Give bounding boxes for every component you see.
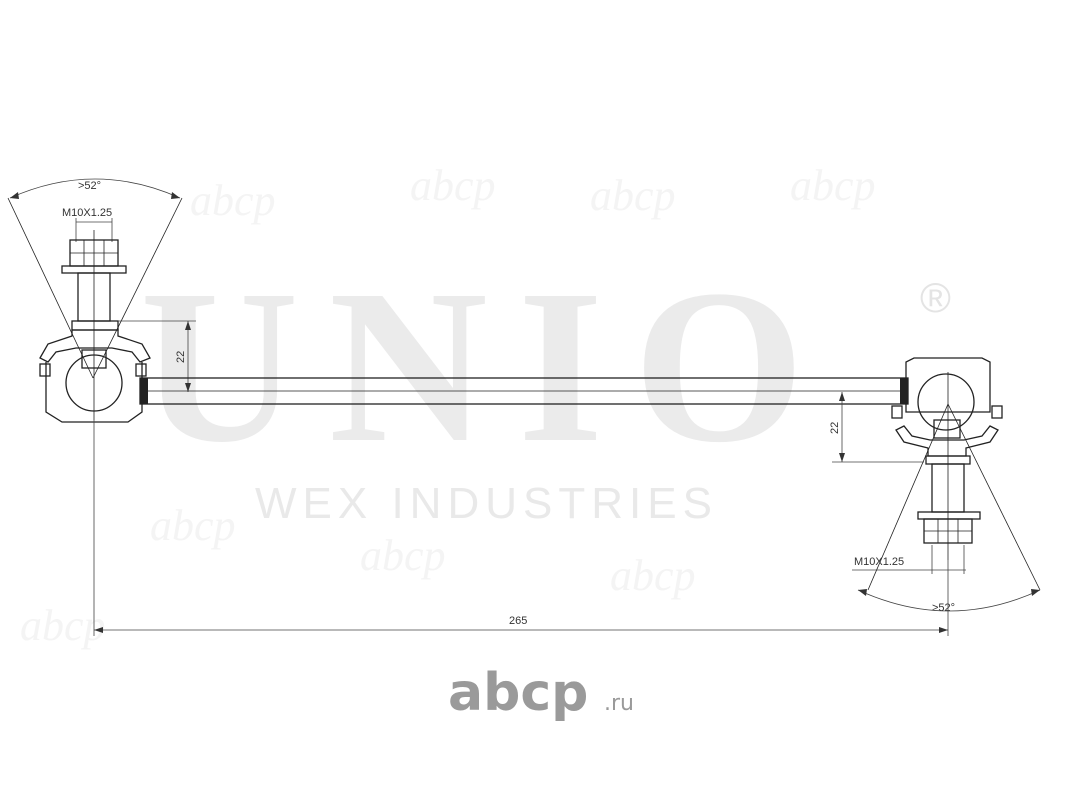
registered-mark: ® <box>920 274 951 321</box>
abcp-logo: abcp .ru <box>448 663 634 723</box>
bg-mark: abcp <box>610 551 696 600</box>
right-height-dimension: 22 <box>829 392 924 463</box>
bg-mark: abcp <box>150 501 236 550</box>
link-bar <box>139 377 909 405</box>
abcp-domain: .ru <box>604 691 634 716</box>
wex-industries-watermark: WEX INDUSTRIES <box>255 479 718 528</box>
left-angle-label: >52° <box>78 180 101 192</box>
right-ball-joint: M10X1.25 >52° <box>852 357 1041 614</box>
bg-mark: abcp <box>790 161 876 210</box>
background-watermark: abcp abcp abcp abcp abcp abcp abcp abcp <box>20 161 876 650</box>
left-ball-joint: >52° M10X1.25 <box>7 178 183 423</box>
bg-mark: abcp <box>20 601 106 650</box>
left-height-label: 22 <box>175 351 187 363</box>
bg-mark: abcp <box>410 161 496 210</box>
right-thread-label: M10X1.25 <box>854 556 904 568</box>
bg-mark: abcp <box>360 531 446 580</box>
left-thread-label: M10X1.25 <box>62 207 112 219</box>
unio-watermark: UNIO <box>140 244 835 488</box>
length-label: 265 <box>509 615 527 627</box>
right-height-label: 22 <box>829 422 841 434</box>
right-angle-label: >52° <box>932 602 955 614</box>
bg-mark: abcp <box>590 171 676 220</box>
overall-length-dimension: 265 <box>93 420 949 636</box>
left-height-dimension: 22 <box>118 320 196 392</box>
bg-mark: abcp <box>190 176 276 225</box>
abcp-brand: abcp <box>448 663 588 723</box>
